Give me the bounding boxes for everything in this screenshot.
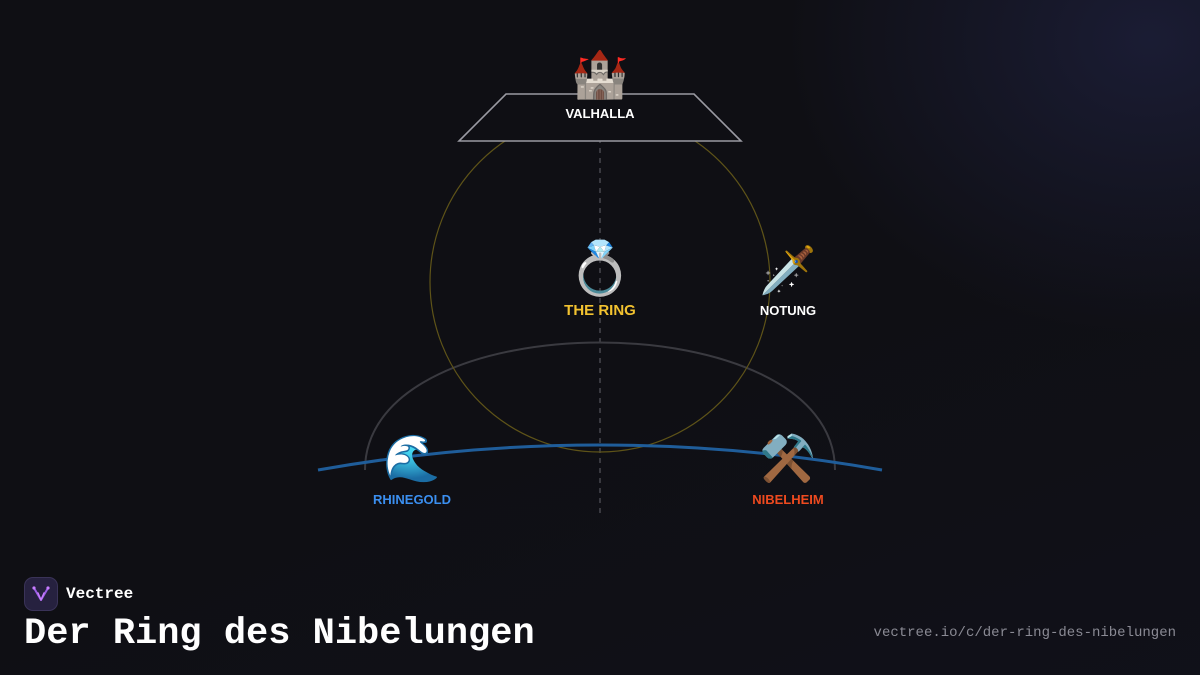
hammer-pick-icon: ⚒️	[759, 431, 816, 485]
rhine-river-curve	[317, 443, 883, 472]
notung-label: NOTUNG	[760, 303, 816, 318]
brand[interactable]: Vectree	[24, 577, 133, 611]
node-rhinegold[interactable]: 🌊 RHINEGOLD	[373, 431, 451, 507]
node-notung[interactable]: 🗡️ NOTUNG	[759, 243, 816, 318]
brand-name: Vectree	[66, 585, 134, 603]
valhalla-label: VALHALLA	[565, 106, 635, 121]
castle-icon: 🏰	[571, 47, 628, 101]
valhalla-platform	[457, 93, 743, 142]
node-nibelheim[interactable]: ⚒️ NIBELHEIM	[752, 431, 824, 507]
water-wave-icon: 🌊	[383, 431, 440, 485]
nibelheim-label: NIBELHEIM	[752, 492, 824, 507]
page-title: Der Ring des Nibelungen	[24, 613, 535, 655]
page-url-link[interactable]: vectree.io/c/der-ring-des-nibelungen	[873, 625, 1176, 641]
rhinegold-label: RHINEGOLD	[373, 492, 451, 507]
earth-dome-arc	[364, 341, 836, 471]
ring-icon: 💍	[568, 238, 633, 299]
vectree-logo-icon	[24, 577, 58, 611]
the-ring-label: THE RING	[564, 302, 636, 319]
ring-cycle-diagram: 🏰 VALHALLA 💍 THE RING 🗡️ NOTUNG 🌊 RHINEG…	[317, 47, 883, 515]
node-valhalla[interactable]: 🏰 VALHALLA	[565, 47, 635, 121]
sword-icon: 🗡️	[759, 243, 816, 297]
node-the-ring[interactable]: 💍 THE RING	[564, 238, 636, 319]
